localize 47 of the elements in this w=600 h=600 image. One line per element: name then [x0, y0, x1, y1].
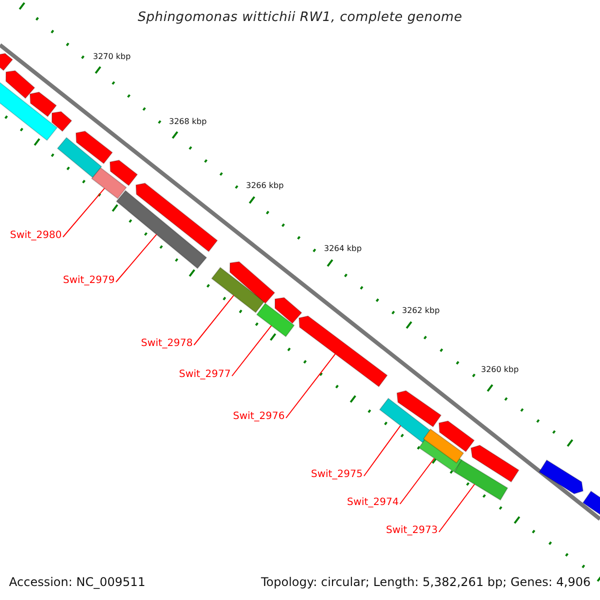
leader-line [400, 458, 435, 504]
gene-arrow-shape [0, 52, 14, 72]
gene-bar [116, 190, 208, 270]
gene-label: Swit_2980 [10, 231, 62, 241]
tick-label: 3264 kbp [324, 245, 362, 253]
leader-line [364, 425, 402, 476]
gene-arrow-shape [29, 92, 57, 118]
gene-bar [422, 428, 464, 464]
gene-arrow-shape [396, 390, 442, 428]
gene-bar [379, 398, 432, 444]
gene-arrow-shape [274, 297, 302, 324]
tick-label: 3260 kbp [481, 366, 519, 374]
leader-line [438, 484, 476, 532]
gene-arrow-shape [538, 459, 584, 494]
leader-line [232, 325, 272, 376]
gene-bar [211, 266, 265, 314]
gene-label: Swit_2976 [233, 412, 285, 422]
gene-arrow-shape [5, 70, 36, 99]
gene-label: Swit_2979 [63, 276, 115, 286]
gene-label: Swit_2978 [141, 339, 193, 349]
tick-label: 3262 kbp [402, 307, 440, 315]
gene-arrow-shape [438, 420, 475, 452]
gene-bar [91, 166, 127, 200]
gene-bar [454, 459, 508, 501]
leader-line [286, 353, 336, 418]
gene-arrow-shape [51, 111, 72, 132]
leader-line [194, 295, 234, 346]
tick-label: 3270 kbp [93, 53, 131, 61]
gene-arrow-shape [470, 444, 520, 483]
gene-arrow-shape [229, 261, 276, 304]
diagram-title: Sphingomonas wittichii RW1, complete genome [136, 11, 464, 24]
tick-label: 3266 kbp [246, 182, 284, 190]
gene-label: Swit_2974 [347, 498, 399, 508]
leader-line [62, 188, 105, 238]
tick-label: 3268 kbp [169, 118, 207, 126]
gene-bar [582, 490, 600, 516]
gene-label: Swit_2975 [311, 470, 363, 480]
gene-arrow-shape [135, 182, 218, 252]
gene-arrow-shape [109, 160, 138, 186]
gene-label: Swit_2973 [386, 526, 438, 536]
gene-arrow-shape [298, 315, 388, 388]
footer-text: Topology: circular; Length: 5,382,261 bp; Genes: 4,906 [261, 576, 591, 588]
gene-bar [256, 302, 295, 338]
gene-bar [56, 136, 102, 178]
gene-label: Swit_2977 [179, 370, 231, 380]
gene-arrow-shape [75, 130, 113, 164]
footer-text: Accession: NC_009511 [9, 576, 146, 588]
